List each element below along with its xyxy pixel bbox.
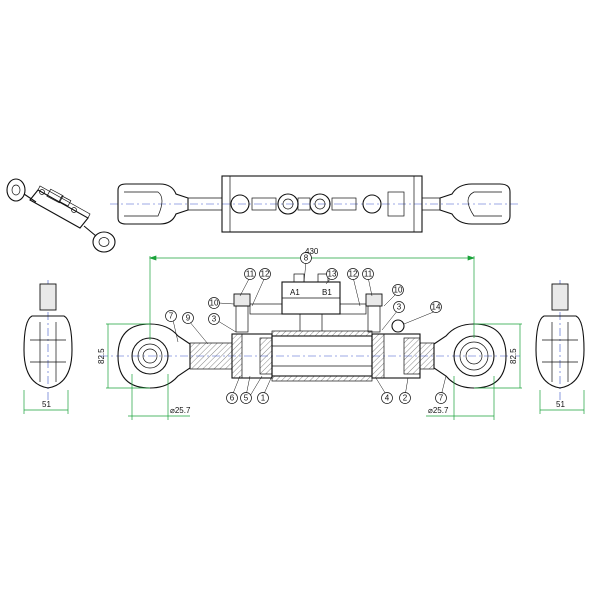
callout-bubble: 3 <box>208 313 220 325</box>
callout-bubble: 12 <box>259 268 271 280</box>
left-side-view <box>23 280 73 400</box>
isometric-view <box>6 178 116 253</box>
svg-text:5: 5 <box>244 394 249 403</box>
callout-bubble: 2 <box>399 392 411 404</box>
callout-bubble: 14 <box>430 301 442 313</box>
svg-text:1: 1 <box>261 394 266 403</box>
svg-text:10: 10 <box>210 299 219 308</box>
callout-bubble: 5 <box>240 392 252 404</box>
svg-text:8: 8 <box>304 254 309 263</box>
callout-leaders <box>172 261 447 397</box>
dim-height-right: 82.5 <box>509 348 518 364</box>
right-side-view <box>535 280 585 400</box>
dim-bore-right: ⌀25.7 <box>428 406 449 415</box>
callout-bubble: 10 <box>392 284 404 296</box>
callout-bubble: 1 <box>257 392 269 404</box>
svg-text:2: 2 <box>403 394 408 403</box>
valve-block: A1 B1 <box>281 273 341 331</box>
svg-text:12: 12 <box>261 270 270 279</box>
callouts: 11 12 8 13 12 11 10 10 3 3 14 7 9 6 5 2 … <box>165 252 447 404</box>
callout-bubble: 12 <box>347 268 359 280</box>
section-view: A1 B1 <box>100 273 520 389</box>
bleed-plug <box>391 319 405 333</box>
svg-text:3: 3 <box>397 303 402 312</box>
dim-overall-length: 430 <box>305 247 319 256</box>
dimensions: 430 82.5 82.5 ⌀25.7 ⌀25.7 51 51 <box>23 247 585 420</box>
svg-text:11: 11 <box>364 270 373 279</box>
right-fitting <box>339 293 383 333</box>
svg-text:12: 12 <box>349 270 358 279</box>
svg-text:4: 4 <box>385 394 390 403</box>
svg-text:10: 10 <box>394 286 403 295</box>
svg-text:6: 6 <box>230 394 235 403</box>
callout-bubble: 9 <box>182 312 194 324</box>
callout-bubble: 6 <box>226 392 238 404</box>
svg-text:9: 9 <box>186 314 191 323</box>
svg-text:7: 7 <box>439 394 444 403</box>
callout-bubble: 11 <box>362 268 374 280</box>
callout-bubble: 7 <box>165 310 177 322</box>
port-a1-label: A1 <box>290 288 300 297</box>
callout-bubble: 3 <box>393 301 405 313</box>
left-fitting <box>233 293 283 333</box>
dim-height-left: 82.5 <box>97 348 106 364</box>
callout-bubble: 4 <box>381 392 393 404</box>
svg-text:14: 14 <box>432 303 441 312</box>
top-view <box>110 175 520 233</box>
svg-text:13: 13 <box>328 270 337 279</box>
port-b1-label: B1 <box>322 288 332 297</box>
dim-width-left: 51 <box>42 400 51 409</box>
callout-bubble: 7 <box>435 392 447 404</box>
callout-bubble: 10 <box>208 297 220 309</box>
dim-width-right: 51 <box>556 400 565 409</box>
svg-text:11: 11 <box>246 270 255 279</box>
svg-text:7: 7 <box>169 312 174 321</box>
callout-bubble: 11 <box>244 268 256 280</box>
dim-bore-left: ⌀25.7 <box>170 406 191 415</box>
callout-bubble: 13 <box>326 268 338 280</box>
left-rod-eye <box>117 323 191 389</box>
svg-text:3: 3 <box>212 315 217 324</box>
callout-bubble: 8 <box>300 252 312 264</box>
